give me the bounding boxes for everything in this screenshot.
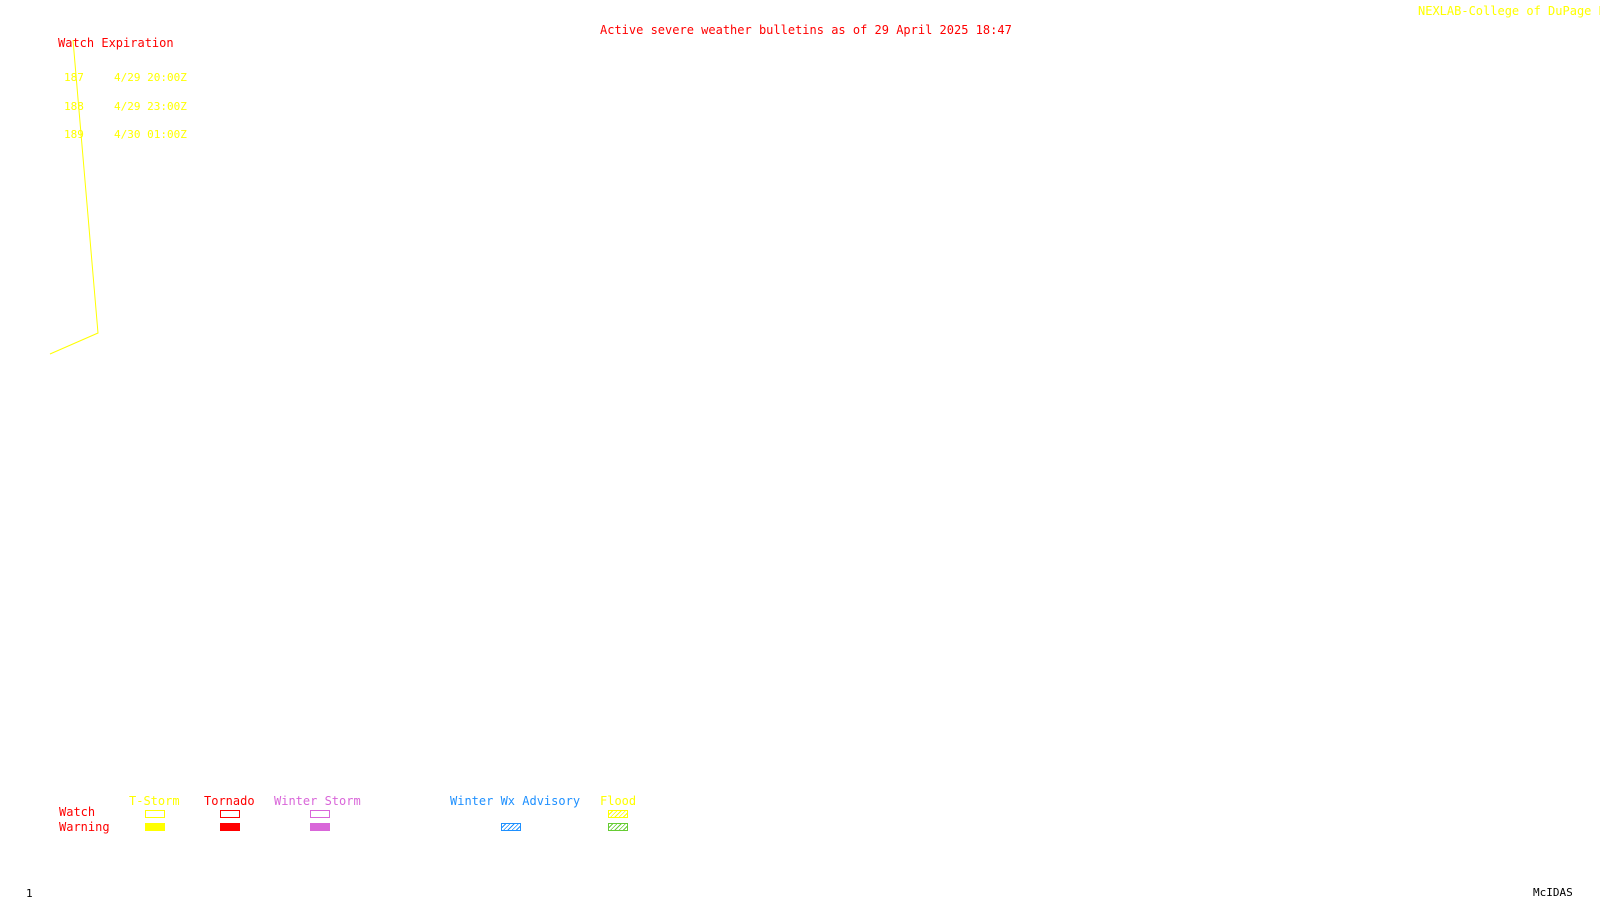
legend-warning-label: Warning — [59, 820, 110, 834]
winter-storm-watch-swatch — [310, 810, 330, 818]
winter-wx-advisory-swatch — [501, 823, 521, 831]
tstorm-warning-swatch — [145, 823, 165, 831]
legend-watch-label: Watch — [59, 805, 96, 819]
watch-outline-line — [49, 39, 99, 355]
watch-row: 187 4/29 20:00Z — [64, 71, 187, 84]
legend-winter-wx-advisory-label: Winter Wx Advisory — [450, 794, 581, 808]
watch-expiration-time: 4/30 01:00Z — [114, 128, 187, 141]
flood-warning-swatch — [608, 823, 628, 831]
watch-id: 187 — [64, 71, 84, 84]
watch-row: 188 4/29 23:00Z — [64, 99, 187, 113]
watch-expiration-list: 187 4/29 20:00Z 188 4/29 23:00Z 189 4/30… — [64, 54, 187, 149]
watch-row: 189 4/30 01:00Z — [64, 128, 187, 141]
watch-expiration-header: Watch Expiration — [58, 36, 174, 50]
winter-storm-warning-swatch — [310, 823, 330, 831]
tornado-warning-swatch — [220, 823, 240, 831]
watch-id: 189 — [64, 128, 84, 141]
credit-text: NEXLAB-College of DuPage R — [1418, 4, 1600, 18]
frame-number: 1 — [26, 887, 33, 900]
watch-expiration-time: 4/29 23:00Z — [114, 99, 187, 113]
tstorm-watch-swatch — [145, 810, 165, 818]
legend-flood-label: Flood — [600, 794, 637, 808]
bulletin-title: Active severe weather bulletins as of 29… — [600, 23, 1012, 37]
watch-id: 188 — [64, 99, 84, 113]
tornado-watch-swatch — [220, 810, 240, 818]
legend-tstorm-label: T-Storm — [129, 794, 180, 808]
legend-winter-storm-label: Winter Storm — [274, 794, 361, 808]
legend-tornado-label: Tornado — [204, 794, 255, 808]
app-name: McIDAS — [1533, 886, 1573, 899]
watch-expiration-time: 4/29 20:00Z — [114, 71, 187, 84]
flood-watch-swatch — [608, 810, 628, 818]
